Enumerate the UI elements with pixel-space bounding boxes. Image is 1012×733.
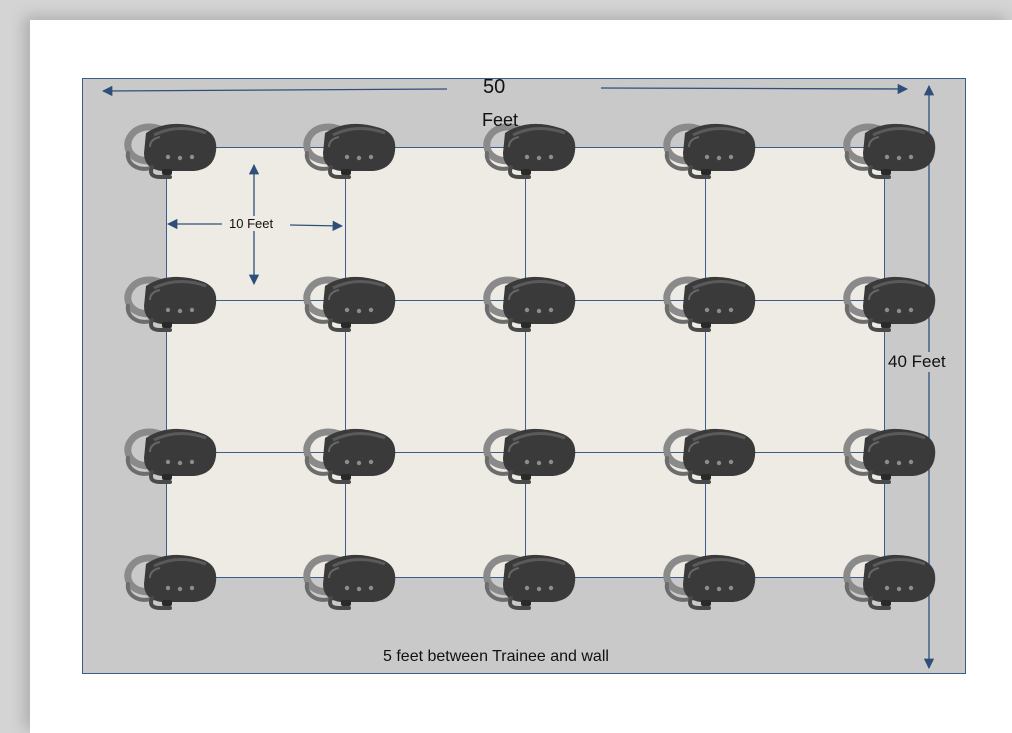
vr-headset-icon (663, 276, 756, 332)
grid-line-vertical (345, 147, 346, 578)
vr-headset-icon (483, 428, 576, 484)
vr-headset-icon (663, 123, 756, 179)
width-arrow-right (600, 83, 909, 95)
width-label-unit: Feet (482, 110, 519, 130)
vr-headset-icon (124, 123, 217, 179)
vr-headset-icon (483, 554, 576, 610)
vr-headset-icon (303, 428, 396, 484)
vr-headset-icon (124, 428, 217, 484)
grid-line-vertical (705, 147, 706, 578)
vr-headset-icon (843, 276, 936, 332)
vr-headset-icon (843, 554, 936, 610)
vr-headset-icon (483, 123, 576, 179)
vr-headset-icon (303, 276, 396, 332)
vr-headset-icon (124, 276, 217, 332)
spacing-arrow-right (289, 220, 344, 232)
vr-headset-icon (303, 123, 396, 179)
vr-headset-icon (663, 428, 756, 484)
spacing-label: 10 Feet (226, 216, 277, 231)
vr-headset-icon (843, 428, 936, 484)
vr-headset-icon (483, 276, 576, 332)
height-label: 40 Feet (886, 352, 948, 372)
width-arrow-left (101, 85, 448, 97)
vr-headset-icon (303, 554, 396, 610)
width-label-number: 50 (483, 76, 506, 98)
wall-gap-label: 5 feet between Trainee and wall (383, 648, 609, 665)
grid-line-vertical (525, 147, 526, 578)
vr-headset-icon (843, 123, 936, 179)
vr-headset-icon (124, 554, 217, 610)
vr-headset-icon (663, 554, 756, 610)
